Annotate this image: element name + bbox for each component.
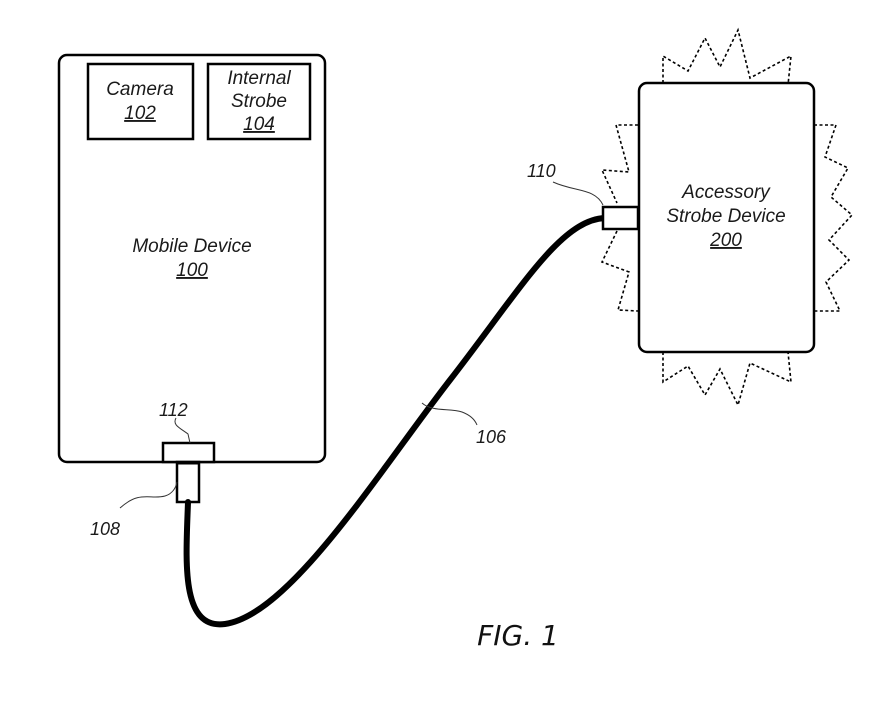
camera-box xyxy=(86,62,195,141)
leader-106 xyxy=(421,402,478,426)
mobile-port xyxy=(161,441,216,464)
leader-lines xyxy=(119,181,604,509)
callout-106: 106 xyxy=(476,427,507,447)
mobile-device-label: Mobile Device xyxy=(132,236,251,257)
camera-label: Camera xyxy=(106,79,174,100)
accessory-plug xyxy=(601,205,640,231)
accessory-label-line1: Accessory xyxy=(681,182,771,203)
internal-strobe-label-line1: Internal xyxy=(227,68,291,89)
internal-strobe-label-line2: Strobe xyxy=(231,91,287,112)
leader-110 xyxy=(552,181,604,206)
leader-108 xyxy=(119,481,178,509)
camera-ref: 102 xyxy=(124,103,156,124)
flash-burst xyxy=(600,27,854,408)
accessory-label-line2: Strobe Device xyxy=(666,206,785,227)
accessory-ref: 200 xyxy=(709,230,742,251)
internal-strobe-ref: 104 xyxy=(243,114,275,135)
internal-strobe-box xyxy=(206,62,312,141)
accessory-strobe-body xyxy=(637,81,816,354)
figure-caption: FIG. 1 xyxy=(477,619,559,652)
callout-108: 108 xyxy=(90,519,120,539)
callout-112: 112 xyxy=(159,400,188,420)
cable xyxy=(183,215,608,628)
leader-112 xyxy=(174,417,191,444)
mobile-device-ref: 100 xyxy=(176,260,208,281)
mobile-plug xyxy=(175,460,201,504)
callout-110: 110 xyxy=(527,161,556,181)
